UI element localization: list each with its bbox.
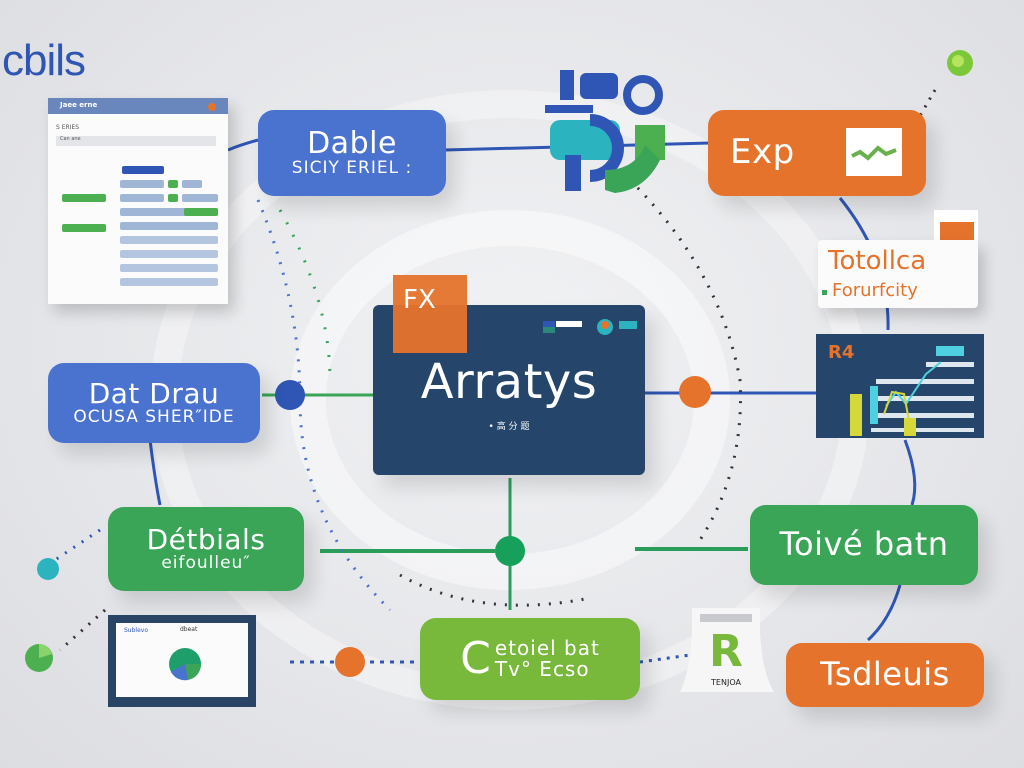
window-close-icon[interactable] [208, 103, 216, 111]
fx-badge: FX [393, 275, 467, 353]
bar-line-chart-icon [850, 346, 974, 436]
spreadsheet-subtitle: S ERIES [56, 124, 80, 131]
report-chart-label: R4 [828, 342, 855, 363]
node-totollca-title: Totollca [828, 246, 927, 276]
sheet-row [120, 264, 218, 272]
node-toive-batn[interactable]: Toivé batn [750, 505, 978, 585]
sheet-row [62, 194, 106, 202]
sheet-row [184, 208, 218, 216]
node-dot-teal [37, 558, 59, 580]
node-totollca-subtitle: Forurfcity [832, 280, 918, 301]
node-tsdleuis[interactable]: Tsdleuis [786, 643, 984, 707]
node-dable[interactable]: Dable SICIY ERIEL : [258, 110, 446, 196]
pipeline-logo-icon [545, 70, 665, 193]
spreadsheet-search[interactable]: Can ane [56, 136, 216, 146]
node-cetoiel-line2: Tv° Ecso [494, 657, 590, 681]
sheet-row [122, 166, 164, 174]
pie-dashboard-screen: Sublevo dbeat [116, 623, 248, 697]
sheet-row [120, 236, 218, 244]
tab-folder-icon [934, 210, 978, 244]
node-dot-green [495, 536, 525, 566]
connector-right-arc2 [903, 439, 917, 506]
line-chart-thumbnail [846, 128, 902, 176]
card-icon [619, 321, 637, 329]
dotted-arc-right [628, 178, 742, 541]
sheet-row [182, 180, 202, 188]
sheet-row [120, 194, 164, 202]
pie-chart-icon [169, 648, 202, 681]
node-exp-title: Exp [730, 132, 795, 173]
node-dot-blue [275, 380, 305, 410]
r-package-badge[interactable]: R TENJOA [678, 602, 774, 698]
r-badge-shape [680, 608, 774, 692]
central-caption: • 高 分 题 [488, 422, 530, 433]
node-detbials-title: Détbials [146, 523, 266, 557]
node-dot-orange [679, 376, 711, 408]
central-title: Arratys [420, 354, 598, 411]
node-dot-lime-inner [952, 55, 964, 67]
spreadsheet-header [48, 98, 228, 114]
r-badge-caption: TENJOA [711, 678, 741, 687]
table-widget-icon [543, 321, 583, 333]
brand-logo: cbils [2, 36, 86, 85]
sheet-row [168, 194, 178, 202]
sheet-row [120, 222, 218, 230]
globe-icon [597, 319, 613, 335]
node-detbials[interactable]: Détbials eifoulleu″ [108, 507, 304, 591]
pie-dashboard-title: Sublevo [124, 627, 148, 634]
node-dat-drau-title: Dat Drau [88, 377, 220, 411]
sheet-row [120, 180, 164, 188]
connector-right-arc3 [866, 584, 902, 642]
report-chart-card[interactable]: R4 [816, 334, 984, 438]
sheet-row [62, 224, 106, 232]
node-dot-orange-bottom [335, 647, 365, 677]
r-badge-letter: R [709, 626, 743, 677]
dotted-line-left [54, 528, 101, 562]
node-cetoiel-line1: etoiel bat [494, 636, 600, 660]
pie-dashboard-panel[interactable]: Sublevo dbeat [108, 615, 256, 707]
node-dat-drau[interactable]: Dat Drau OCUSA SHER″IDE [48, 363, 260, 443]
spreadsheet-panel[interactable]: Jaee erne S ERIES Can ane [48, 98, 228, 304]
sheet-row [120, 250, 218, 258]
pie-dot-slice [39, 644, 52, 658]
node-tsdleuis-title: Tsdleuis [820, 655, 950, 694]
node-dable-title: Dable [307, 126, 397, 162]
node-cetoiel[interactable]: C etoiel bat Tv° Ecso [420, 618, 640, 700]
node-toive-batn-title: Toivé batn [779, 525, 949, 564]
connector-top-left [227, 138, 259, 152]
node-dat-drau-subtitle: OCUSA SHER″IDE [73, 406, 235, 427]
sheet-row [120, 278, 218, 286]
node-dable-subtitle: SICIY ERIEL : [291, 157, 413, 178]
sheet-row [182, 194, 218, 202]
dotted-line-bottom-left [59, 608, 106, 652]
sheet-row [120, 208, 218, 216]
fx-badge-label: FX [403, 285, 436, 315]
pie-dashboard-header: dbeat [180, 626, 198, 633]
spreadsheet-title: Jaee erne [60, 101, 98, 109]
sheet-row [168, 180, 178, 188]
status-dot [822, 290, 827, 295]
dotted-arc-bottom [399, 573, 591, 607]
line-chart-icon [851, 145, 897, 161]
node-detbials-subtitle: eifoulleu″ [161, 552, 251, 573]
node-totollca[interactable]: Totollca Forurfcity [818, 240, 978, 308]
connector-left-arc [148, 439, 162, 506]
node-cetoiel-initial: C [460, 632, 491, 684]
